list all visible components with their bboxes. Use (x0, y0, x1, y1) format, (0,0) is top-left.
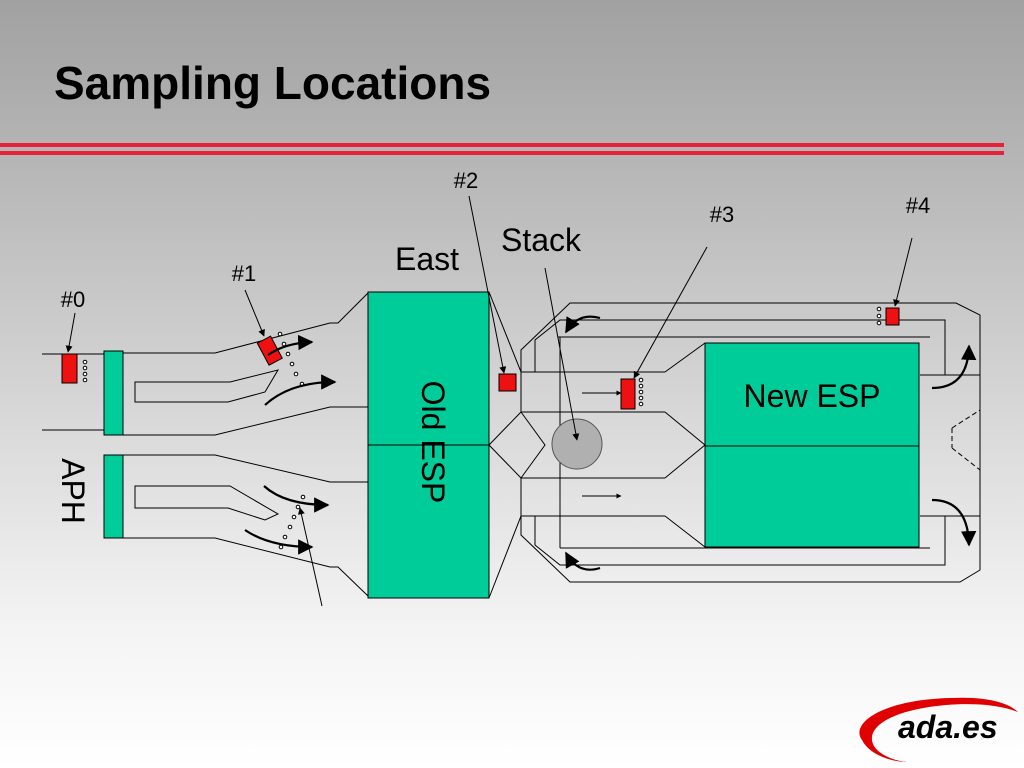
stack-circle (551, 418, 603, 470)
logo-text: ada.es (898, 709, 998, 745)
label-stack: Stack (501, 222, 582, 258)
ada-es-logo: ada.es (859, 697, 1018, 762)
label-point-1: #1 (232, 261, 256, 286)
title-rule-top (0, 143, 1004, 147)
new-esp-lower (704, 445, 920, 548)
upper-duct (123, 292, 369, 436)
label-aph: APH (55, 458, 91, 524)
flow-arrows-thin (582, 390, 622, 499)
title-rule-bottom (0, 151, 1004, 155)
label-point-0: #0 (61, 287, 85, 312)
outer-loop-ducts (520, 302, 981, 583)
lower-duct (123, 454, 369, 597)
leader-lines (65, 195, 913, 607)
slide-title: Sampling Locations (54, 57, 492, 109)
new-esp-upper (704, 342, 920, 447)
probe-2 (498, 373, 517, 392)
aph-block-upper (103, 350, 124, 436)
label-point-2: #2 (454, 168, 478, 193)
probe-1 (256, 335, 283, 366)
label-new-esp: New ESP (744, 378, 881, 414)
probe-3 (620, 378, 636, 410)
flow-arrows (244, 315, 977, 571)
old-esp-upper (367, 291, 490, 446)
label-point-4: #4 (906, 193, 930, 218)
label-point-3: #3 (710, 202, 734, 227)
label-old-esp: Old ESP (415, 381, 451, 504)
sampling-dots (82, 306, 882, 550)
aph-block-lower (103, 454, 124, 539)
probe-4 (885, 307, 900, 326)
probe-0 (61, 353, 78, 384)
old-esp-outlet (488, 291, 706, 599)
label-east: East (395, 241, 459, 277)
old-esp-lower (367, 444, 490, 599)
